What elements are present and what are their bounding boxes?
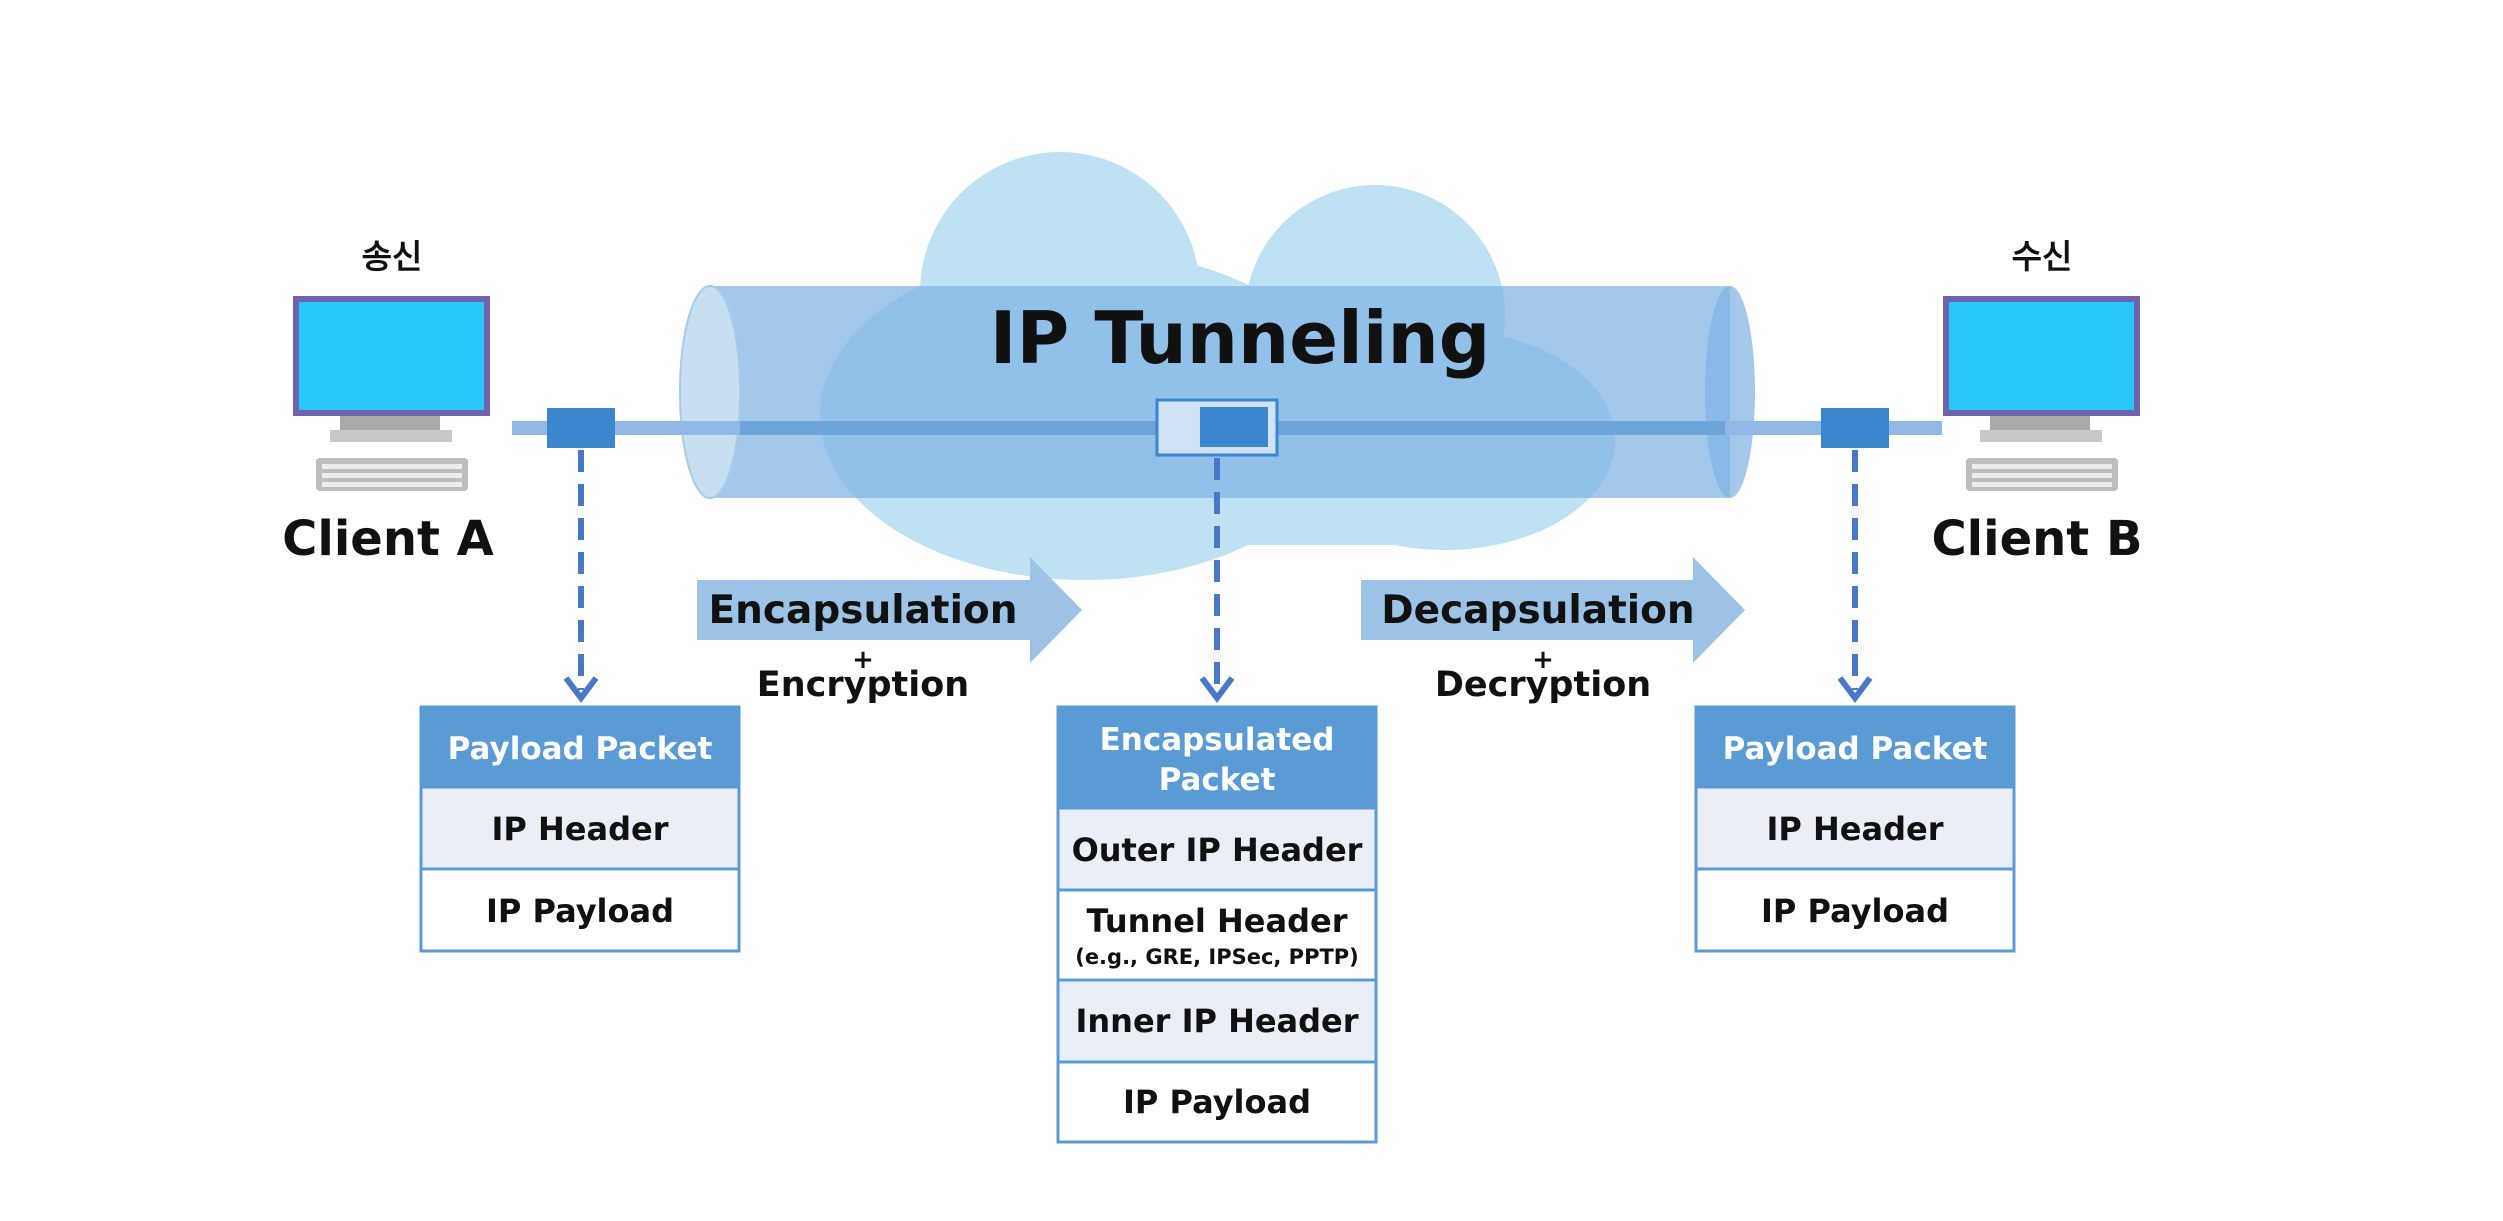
encapsulation-arrow — [697, 557, 1082, 663]
tunnel-header-note: (e.g., GRE, IPSec, PPTP) — [1075, 945, 1359, 969]
receiver-computer-icon — [1943, 296, 2140, 491]
inner-ip-header-row: Inner IP Header — [1075, 1002, 1358, 1040]
encapsulated-packet: Encapsulated Packet Outer IP Header Tunn… — [1056, 705, 1378, 1144]
right-ip-payload-row: IP Payload — [1761, 892, 1949, 930]
encapsulation-plus: + — [852, 645, 874, 675]
left-packet-header: Payload Packet — [448, 731, 713, 767]
right-payload-packet: Payload Packet IP Header IP Payload — [1694, 705, 2016, 953]
left-payload-packet: Payload Packet IP Header IP Payload — [419, 705, 741, 953]
right-ip-header-row: IP Header — [1767, 810, 1944, 848]
decapsulation-label: Decapsulation — [1381, 588, 1694, 633]
sender-computer-icon — [293, 296, 490, 491]
client-b-label: Client B — [1931, 511, 2142, 567]
outer-ip-header-row: Outer IP Header — [1072, 831, 1363, 869]
right-connector — [1821, 408, 1889, 448]
center-dashed-arrow — [1199, 458, 1235, 703]
encryption-label: Encryption — [757, 665, 969, 705]
left-ip-header-row: IP Header — [492, 810, 669, 848]
client-a-label: Client A — [282, 511, 494, 567]
sender-role-label: 송신 — [362, 237, 423, 276]
left-ip-payload-row: IP Payload — [486, 892, 674, 930]
left-connector — [547, 408, 615, 448]
encapsulation-label: Encapsulation — [709, 588, 1018, 633]
receiver-role-label: 수신 — [2012, 237, 2073, 276]
tunnel-header-row: Tunnel Header — [1087, 902, 1348, 940]
decapsulation-plus: + — [1532, 645, 1554, 675]
decapsulation-arrow — [1361, 557, 1745, 663]
right-packet-header: Payload Packet — [1723, 731, 1988, 767]
right-dashed-arrow — [1837, 450, 1873, 703]
center-ip-payload-row: IP Payload — [1123, 1083, 1311, 1121]
tunnel-title: IP Tunneling — [990, 296, 1491, 380]
center-packet-header-line1: Encapsulated — [1100, 722, 1335, 758]
left-dashed-arrow — [563, 450, 599, 703]
decryption-label: Decryption — [1435, 665, 1651, 705]
center-connector — [1155, 398, 1279, 457]
center-packet-header-line2: Packet — [1159, 762, 1276, 798]
